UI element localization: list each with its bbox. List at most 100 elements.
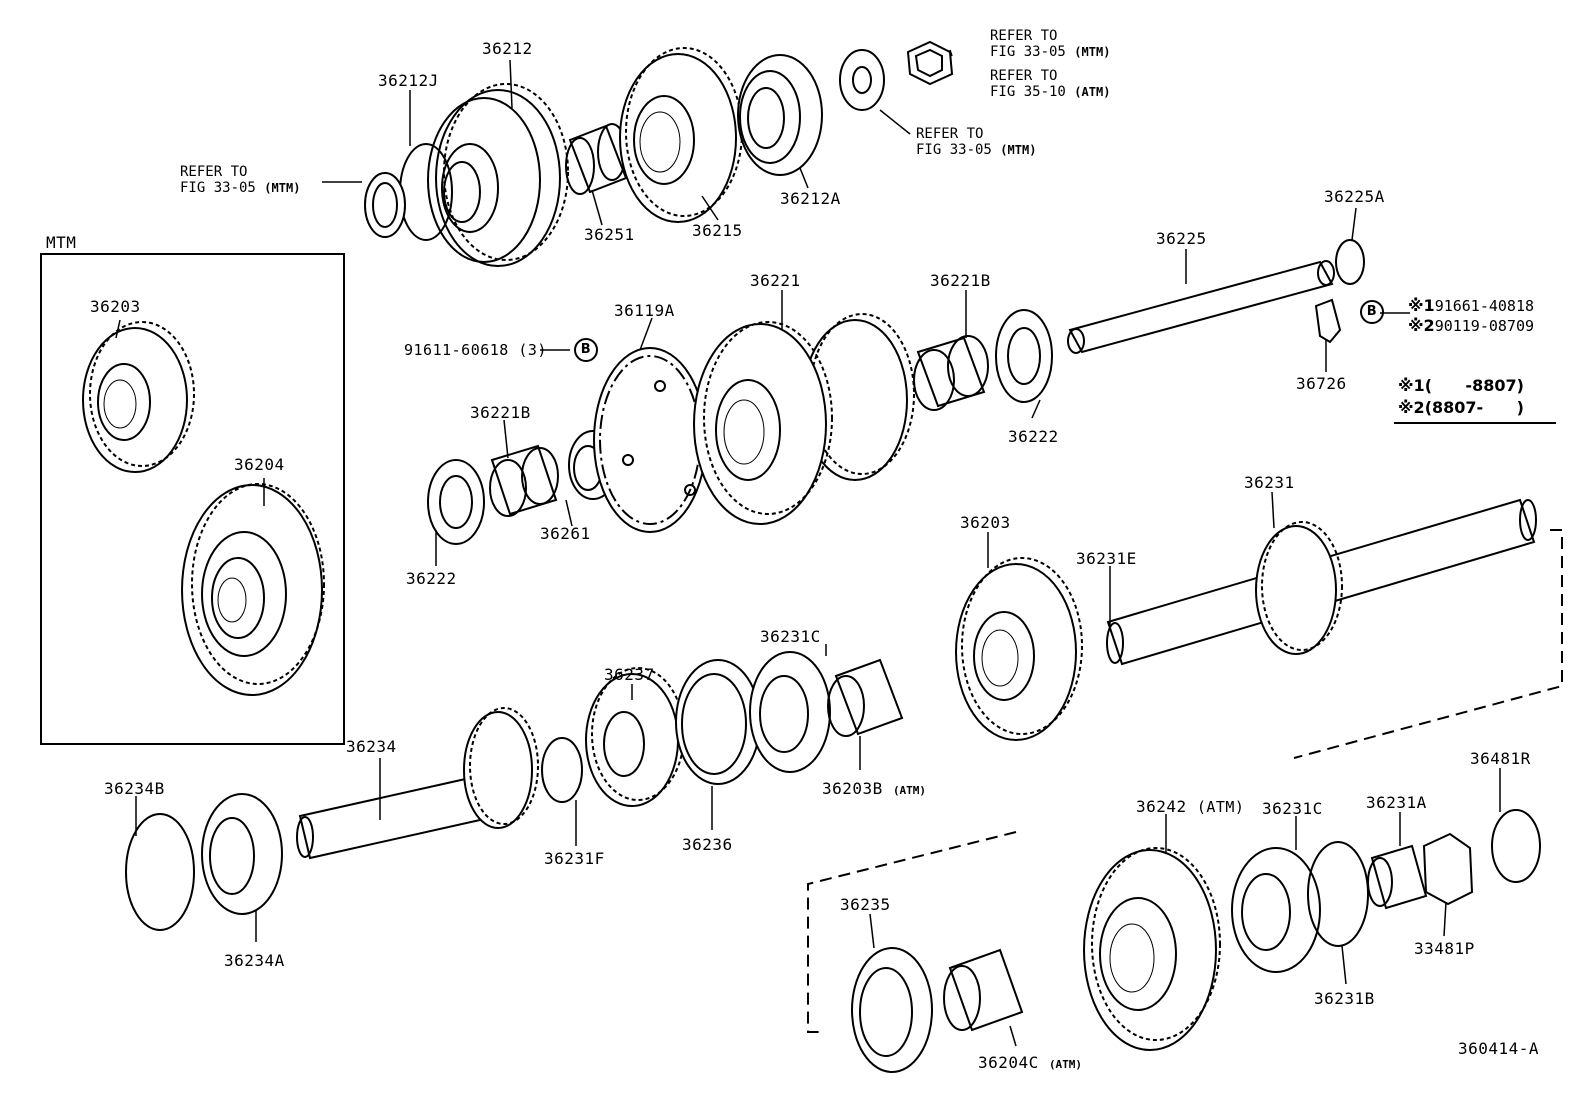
plate-36222-right[interactable] xyxy=(995,309,1053,403)
label-36204C-tag: (ATM) xyxy=(1048,1058,1083,1071)
gear-36215[interactable] xyxy=(619,47,743,223)
shaft-36231[interactable] xyxy=(1106,498,1537,666)
label-36204C: 36204C (ATM) xyxy=(978,1054,1082,1073)
label-36726: 36726 xyxy=(1296,374,1347,393)
label-36212A: 36212A xyxy=(780,189,841,208)
bearing-36203B[interactable] xyxy=(827,658,904,737)
label-36119A: 36119A xyxy=(614,301,675,320)
date-note-underline xyxy=(1394,422,1556,424)
ring-36231F[interactable] xyxy=(541,737,583,803)
fastener-badge-letter: B xyxy=(574,338,598,362)
nut-refer[interactable] xyxy=(906,40,954,86)
ring-36231B[interactable] xyxy=(1307,841,1369,947)
alternate-2-mark: ※2 xyxy=(1408,316,1435,335)
label-36231F: 36231F xyxy=(544,849,605,868)
refer-note-2-line1: REFER TO xyxy=(990,28,1058,44)
fastener-qty: (3) xyxy=(518,341,547,359)
plate-36222-left[interactable] xyxy=(427,459,485,545)
refer-note-2-line2: FIG 33-05 xyxy=(990,44,1066,60)
label-36261: 36261 xyxy=(540,524,591,543)
alternate-2-part: 90119-08709 xyxy=(1434,317,1535,335)
shaft-36225[interactable] xyxy=(1067,260,1335,354)
bearing-36235[interactable] xyxy=(851,947,933,1073)
lockplate-36726[interactable] xyxy=(1314,298,1342,344)
refer-note-3-line2: FIG 35-10 xyxy=(990,84,1066,100)
label-36225A: 36225A xyxy=(1324,187,1385,206)
dashed-bracket-bottom xyxy=(807,831,1017,1033)
refer-note-4-line2: FIG 33-05 xyxy=(916,142,992,158)
alt-badge-letter: B xyxy=(1360,300,1384,324)
refer-note-1: REFER TO FIG 33-05 (MTM) xyxy=(180,164,300,196)
shaft-36234[interactable] xyxy=(296,707,539,860)
label-36231C-mid: 36231C xyxy=(760,627,821,646)
label-36231B: 36231B xyxy=(1314,989,1375,1008)
plate-36119A[interactable] xyxy=(593,347,707,533)
ring-36234B[interactable] xyxy=(125,813,195,931)
gear-36242[interactable] xyxy=(1083,847,1221,1051)
gear-36203-mtm[interactable] xyxy=(82,321,195,473)
label-33481P: 33481P xyxy=(1414,939,1475,958)
label-36231C-low: 36231C xyxy=(1262,799,1323,818)
label-36236: 36236 xyxy=(682,835,733,854)
label-36242-num: 36242 xyxy=(1136,797,1187,816)
label-36251: 36251 xyxy=(584,225,635,244)
label-36234A: 36234A xyxy=(224,951,285,970)
bearing-36231C-mid[interactable] xyxy=(749,651,831,773)
bearing-36221B-left[interactable] xyxy=(489,444,559,517)
mtm-box xyxy=(40,253,345,745)
refer-note-3: REFER TO FIG 35-10 (ATM) xyxy=(990,68,1110,100)
label-36221B-left: 36221B xyxy=(470,403,531,422)
washer-refer[interactable] xyxy=(839,49,885,111)
label-36203-mid: 36203 xyxy=(960,513,1011,532)
label-36231: 36231 xyxy=(1244,473,1295,492)
label-36242-tag: (ATM) xyxy=(1196,798,1245,816)
ring-36236[interactable] xyxy=(675,659,761,785)
refer-note-1-line2: FIG 33-05 xyxy=(180,180,256,196)
bearing-36234A[interactable] xyxy=(201,793,283,915)
gear-36212[interactable] xyxy=(427,83,569,267)
refer-note-4-tag: (MTM) xyxy=(1000,143,1037,157)
label-36203B-tag: (ATM) xyxy=(892,784,927,797)
label-36212: 36212 xyxy=(482,39,533,58)
alternate-1: ※191661-40818 xyxy=(1408,296,1534,316)
collar-36231A[interactable] xyxy=(1367,844,1428,910)
refer-note-3-tag: (ATM) xyxy=(1074,85,1111,99)
date-note-2: ※2(8807- ) xyxy=(1398,398,1524,417)
label-36203-mtm: 36203 xyxy=(90,297,141,316)
label-36231A: 36231A xyxy=(1366,793,1427,812)
fastener-badge: B xyxy=(574,338,598,362)
ring-36481R[interactable] xyxy=(1491,809,1541,883)
label-36222-right: 36222 xyxy=(1008,427,1059,446)
gear-36204[interactable] xyxy=(181,483,325,696)
mtm-box-title: MTM xyxy=(46,233,77,252)
gear-36203-mid[interactable] xyxy=(955,557,1083,741)
bushing-refer-left[interactable] xyxy=(364,172,406,238)
gear-36237[interactable] xyxy=(585,667,685,807)
bearing-36221B-top[interactable] xyxy=(913,335,989,411)
label-36231E: 36231E xyxy=(1076,549,1137,568)
fastener-note: 91611-60618 (3) xyxy=(404,342,547,359)
date-note-2-range: (8807- ) xyxy=(1424,398,1524,417)
date-note-1: ※1( -8807) xyxy=(1398,376,1524,395)
refer-note-1-line1: REFER TO xyxy=(180,164,248,180)
alternate-1-mark: ※1 xyxy=(1408,296,1435,315)
diagram-id: 360414-A xyxy=(1458,1039,1540,1058)
label-36221: 36221 xyxy=(750,271,801,290)
label-36204: 36204 xyxy=(234,455,285,474)
bearing-36204C[interactable] xyxy=(943,948,1024,1032)
nut-33481P[interactable] xyxy=(1422,832,1474,906)
label-36204C-num: 36204C xyxy=(978,1053,1039,1072)
date-note-2-mark: ※2 xyxy=(1398,398,1425,417)
gear-36221[interactable] xyxy=(693,313,915,525)
refer-note-1-tag: (MTM) xyxy=(264,181,301,195)
leader-lines xyxy=(115,49,1501,1047)
sleeve-36251[interactable] xyxy=(565,123,628,195)
label-36237: 36237 xyxy=(604,665,655,684)
bearing-36231C-low[interactable] xyxy=(1231,847,1321,973)
bearing-36212A[interactable] xyxy=(737,54,823,176)
ring-36225A[interactable] xyxy=(1335,239,1365,285)
refer-note-2-tag: (MTM) xyxy=(1074,45,1111,59)
label-36203B-num: 36203B xyxy=(822,779,883,798)
label-36242: 36242 (ATM) xyxy=(1136,798,1244,816)
alternate-2: ※290119-08709 xyxy=(1408,316,1534,336)
